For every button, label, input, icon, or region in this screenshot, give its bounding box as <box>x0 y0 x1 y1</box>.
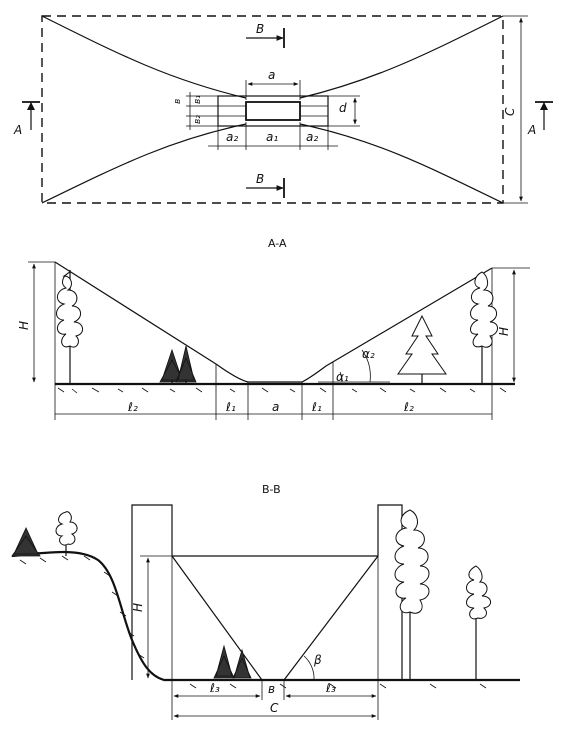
section-marker-a-right: A <box>527 101 553 137</box>
plan-dim-d: d <box>339 101 347 115</box>
svg-text:B: B <box>256 172 264 186</box>
tree-bb-hill-deciduous <box>55 511 78 556</box>
section-aa-dim-h-left: H <box>17 321 31 330</box>
section-aa-angle-2: α₂ <box>362 347 375 361</box>
plan-funnel-bottom-right <box>299 123 504 204</box>
section-aa-dim-l1-left: ℓ₁ <box>225 400 236 414</box>
section-aa-profile <box>54 261 493 383</box>
tree-aa-left-small <box>159 345 197 384</box>
angle-arc-1 <box>339 371 343 383</box>
tree-bb-hill-fir <box>11 527 41 557</box>
tree-bb-right-medium <box>466 565 491 680</box>
section-aa-title: A-A <box>268 237 287 250</box>
section-aa: A-A H H ℓ₂ ℓ₁ a ℓ₁ ℓ₂ α₁ α₂ <box>17 237 530 420</box>
section-bb-dim-b: в <box>268 682 275 696</box>
plan-dim-b: в <box>173 99 183 104</box>
section-marker-b-bottom: B <box>246 172 285 198</box>
section-aa-dim-h-right: H <box>497 327 511 336</box>
tree-aa-right-fir <box>397 314 447 384</box>
svg-text:A: A <box>527 123 536 137</box>
section-aa-dim-l2-left: ℓ₂ <box>127 400 138 414</box>
section-aa-angle-1: α₁ <box>336 370 349 384</box>
plan-dim-a1: a₁ <box>266 130 278 144</box>
section-bb-dim-h: H <box>131 603 145 612</box>
plan-dim-b1: в₁ <box>193 95 203 104</box>
plan-funnel-top-left <box>41 15 247 99</box>
tree-aa-left-tall <box>56 270 83 384</box>
section-marker-a-left: A <box>13 101 40 137</box>
section-bb-angle-beta: β <box>313 653 322 667</box>
angle-arc-beta <box>303 655 315 681</box>
plan-inner-strip <box>245 101 301 121</box>
svg-text:A: A <box>13 123 22 137</box>
section-bb-left-wall <box>131 504 173 680</box>
section-aa-dim-a: a <box>272 400 279 414</box>
section-bb-dim-l3-left: ℓ₃ <box>209 681 220 695</box>
section-bb-dim-c: C <box>270 701 279 715</box>
section-bb-profile <box>171 555 379 681</box>
section-bb: B-B H ℓ₃ в ℓ₃ C β <box>11 483 520 720</box>
tree-bb-right-tall <box>394 509 430 680</box>
section-bb-hill <box>11 550 520 682</box>
plan-dim-c: C <box>503 107 517 116</box>
plan-boundary <box>41 15 504 204</box>
angle-arc-2 <box>361 349 371 383</box>
tree-aa-right-tall <box>470 271 498 384</box>
tree-bb-trench <box>213 644 252 679</box>
plan-funnel-bottom-left <box>41 123 247 204</box>
section-marker-b-top: B <box>246 22 285 48</box>
section-aa-dim-l2-right: ℓ₂ <box>403 400 414 414</box>
section-bb-dim-l3-right: ℓ₃ <box>325 681 336 695</box>
plan-dim-b2: в₂ <box>193 115 203 124</box>
plan-dim-a2-left: a₂ <box>226 130 238 144</box>
plan-view: a a₂ a₁ a₂ d в в₁ в₂ C A <box>13 15 553 204</box>
plan-dim-a2-right: a₂ <box>306 130 318 144</box>
plan-dim-a: a <box>268 68 275 82</box>
section-aa-dim-l1-right: ℓ₁ <box>311 400 322 414</box>
plan-central-strip <box>217 95 329 127</box>
svg-text:B: B <box>256 22 264 36</box>
plan-funnel-top-right <box>299 15 504 99</box>
section-bb-title: B-B <box>262 483 281 496</box>
